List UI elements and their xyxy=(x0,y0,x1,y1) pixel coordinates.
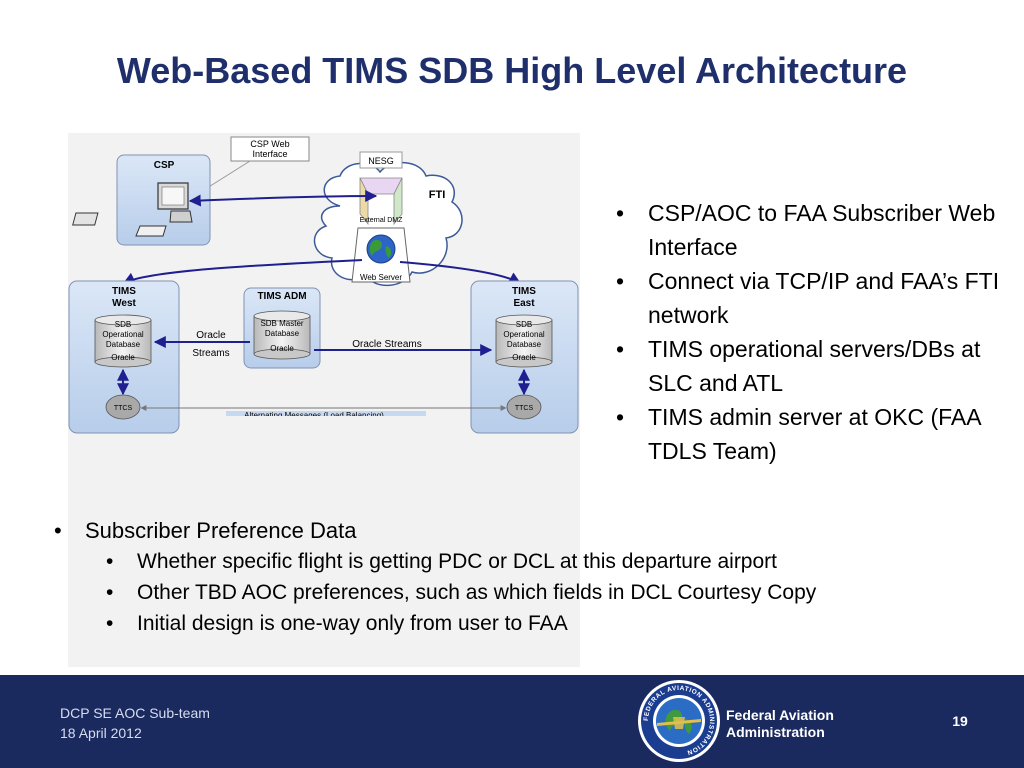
west-db-label-3: Database xyxy=(106,340,141,349)
agency-name: Federal Aviation Administration xyxy=(726,707,876,741)
csp-web-interface-callout xyxy=(230,136,310,162)
csp-web-interface-label-2: Interface xyxy=(252,149,287,159)
subscriber-preference-list: Subscriber Preference Data Whether speci… xyxy=(48,516,948,639)
right-bullet-list: CSP/AOC to FAA Subscriber Web Interface … xyxy=(612,196,1012,468)
faa-seal-logo: FEDERAL AVIATION ADMINISTRATION xyxy=(638,680,720,762)
csp-web-interface-label-1: CSP Web xyxy=(250,139,289,149)
bottom-sub-bullet: Other TBD AOC preferences, such as which… xyxy=(48,577,928,608)
east-ttcs-label: TTCS xyxy=(515,405,534,412)
agency-name-line-1: Federal Aviation xyxy=(726,707,834,723)
footer-bar: DCP SE AOC Sub-team 18 April 2012 FEDERA… xyxy=(0,675,1024,768)
dmz-firewall xyxy=(359,177,403,226)
load-balancing-label-mask xyxy=(226,411,426,416)
csp-label: CSP xyxy=(154,160,175,171)
west-ttcs-label: TTCS xyxy=(114,405,133,412)
east-oracle-label: Oracle xyxy=(512,353,536,362)
footer-date: 18 April 2012 xyxy=(60,725,142,741)
tims-adm-label: TIMS ADM xyxy=(257,291,306,302)
load-balancing-label: Alternating Messages (Load Balancing) xyxy=(244,411,384,420)
east-db-label-2: Operational xyxy=(503,330,545,339)
adm-db-label-2: Database xyxy=(265,329,300,338)
east-db-label-1: SDB xyxy=(516,320,532,329)
web-server-label: Web Server xyxy=(360,273,402,282)
slide-title: Web-Based TIMS SDB High Level Architectu… xyxy=(116,50,908,91)
fti-to-west-arrow xyxy=(122,259,363,284)
west-ttcs-node xyxy=(105,394,141,420)
globe-icon xyxy=(366,234,396,264)
fti-to-east-arrow xyxy=(399,261,522,284)
oracle-streams-right-label: Oracle Streams xyxy=(352,339,421,350)
tims-east-label-2: East xyxy=(513,298,535,309)
bottom-sub-bullet: Whether specific flight is getting PDC o… xyxy=(48,546,948,577)
east-db-label-3: Database xyxy=(507,340,542,349)
west-db-label-1: SDB xyxy=(115,320,131,329)
west-database-cylinder xyxy=(94,314,152,368)
adm-db-label-1: SDB Master xyxy=(260,319,303,328)
right-bullet-item: TIMS admin server at OKC (FAA TDLS Team) xyxy=(612,400,1012,468)
agency-name-line-2: Administration xyxy=(726,724,825,740)
nesg-box xyxy=(359,151,403,169)
bottom-sub-bullets: Whether specific flight is getting PDC o… xyxy=(48,546,948,639)
fti-label: FTI xyxy=(429,189,446,201)
tims-east-label-1: TIMS xyxy=(512,286,536,297)
right-bullet-item: TIMS operational servers/DBs at SLC and … xyxy=(612,332,1012,400)
oracle-streams-left-label-2: Streams xyxy=(192,348,229,359)
west-db-label-2: Operational xyxy=(102,330,144,339)
oracle-streams-left-label-1: Oracle xyxy=(196,330,226,341)
right-bullet-item: Connect via TCP/IP and FAA’s FTI network xyxy=(612,264,1012,332)
footer-team: DCP SE AOC Sub-team xyxy=(60,705,210,721)
bottom-sub-bullet: Initial design is one-way only from user… xyxy=(48,608,948,639)
bottom-main-bullet: Subscriber Preference Data xyxy=(48,516,948,546)
adm-database-cylinder xyxy=(253,310,311,360)
adm-oracle-label: Oracle xyxy=(270,344,294,353)
tims-west-label-1: TIMS xyxy=(112,286,136,297)
east-ttcs-node xyxy=(506,394,542,420)
csp-to-fti-arrow xyxy=(188,190,378,207)
right-bullet-item: CSP/AOC to FAA Subscriber Web Interface xyxy=(612,196,1012,264)
tims-west-label-2: West xyxy=(112,298,136,309)
computer-icon xyxy=(72,182,193,237)
label-clip-overlay xyxy=(184,416,464,422)
nesg-label: NESG xyxy=(368,156,394,166)
page-number: 19 xyxy=(952,713,968,729)
external-dmz-label: External DMZ xyxy=(360,217,404,224)
east-database-cylinder xyxy=(495,314,553,368)
west-oracle-label: Oracle xyxy=(111,353,135,362)
